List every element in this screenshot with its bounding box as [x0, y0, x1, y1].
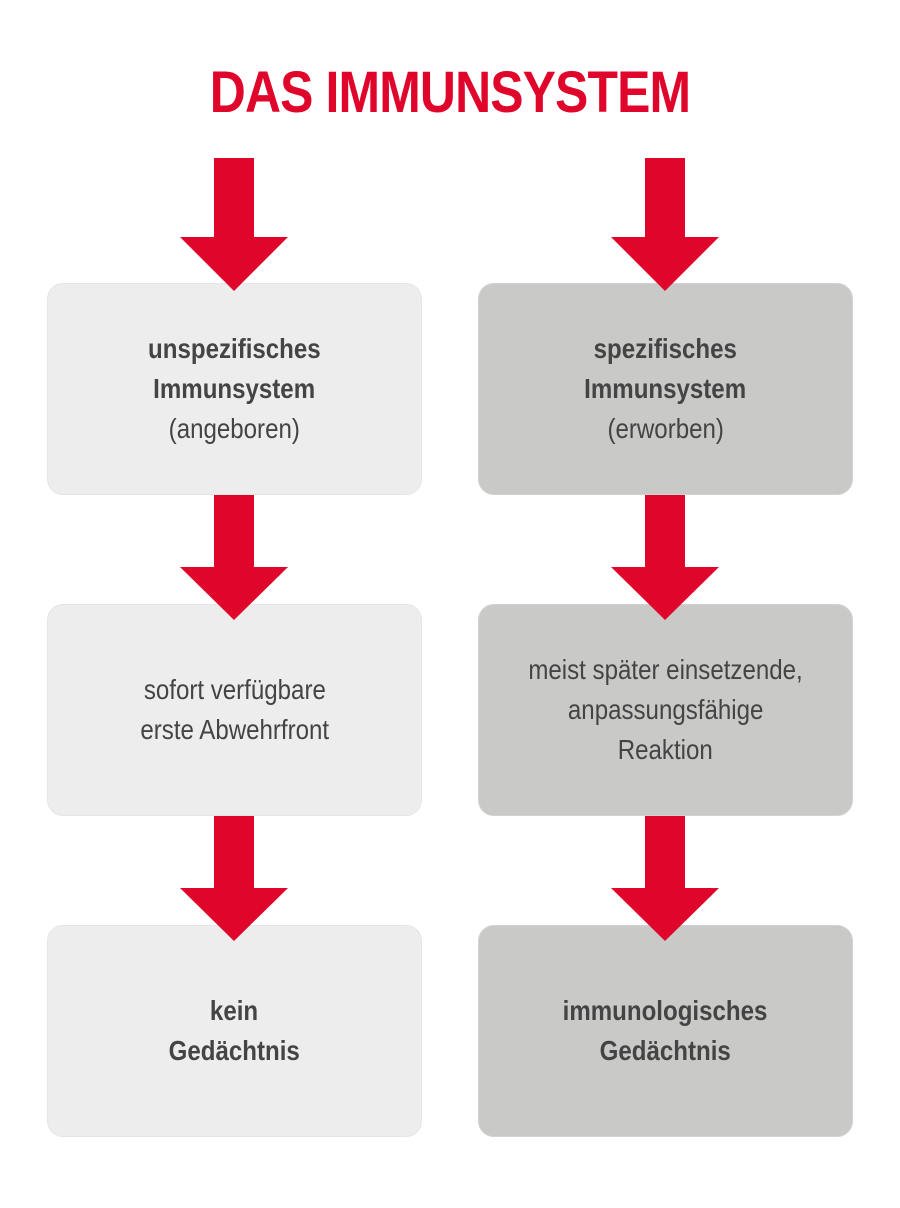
down-arrow-icon: [611, 158, 719, 291]
box-text-line: spezifisches: [593, 333, 738, 364]
box-text-line: sofort verfügbare: [143, 674, 326, 705]
box-text-line: Immunsystem: [153, 373, 316, 404]
box-immediate-defense: sofort verfügbare erste Abwehrfront: [47, 604, 422, 816]
down-arrow-icon: [180, 495, 288, 620]
box-no-memory: kein Gedächtnis: [47, 925, 422, 1137]
box-specific-immune-system: spezifisches Immunsystem (erworben): [478, 283, 853, 495]
box-adaptive-reaction: meist später einsetzende, anpassungsfähi…: [478, 604, 853, 816]
box-text-line: immunologisches: [563, 995, 768, 1026]
down-arrow-icon: [180, 816, 288, 941]
box-text-line: Reaktion: [617, 734, 714, 765]
box-text-line: (angeboren): [168, 413, 301, 444]
down-arrow-icon: [611, 495, 719, 620]
box-text-line: Immunsystem: [584, 373, 747, 404]
box-text-line: kein: [210, 995, 259, 1026]
down-arrow-icon: [611, 816, 719, 941]
diagram-title: DAS IMMUNSYSTEM: [209, 60, 691, 125]
box-text-line: unspezifisches: [148, 333, 321, 364]
box-immunological-memory: immunologisches Gedächtnis: [478, 925, 853, 1137]
box-text-line: erste Abwehrfront: [140, 714, 329, 745]
box-text-line: Gedächtnis: [168, 1035, 301, 1066]
box-text-line: (erworben): [607, 413, 724, 444]
down-arrow-icon: [180, 158, 288, 291]
box-text-line: Gedächtnis: [599, 1035, 732, 1066]
box-unspecific-immune-system: unspezifisches Immunsystem (angeboren): [47, 283, 422, 495]
box-text-line: anpassungsfähige: [567, 694, 764, 725]
box-text-line: meist später einsetzende,: [528, 654, 803, 685]
